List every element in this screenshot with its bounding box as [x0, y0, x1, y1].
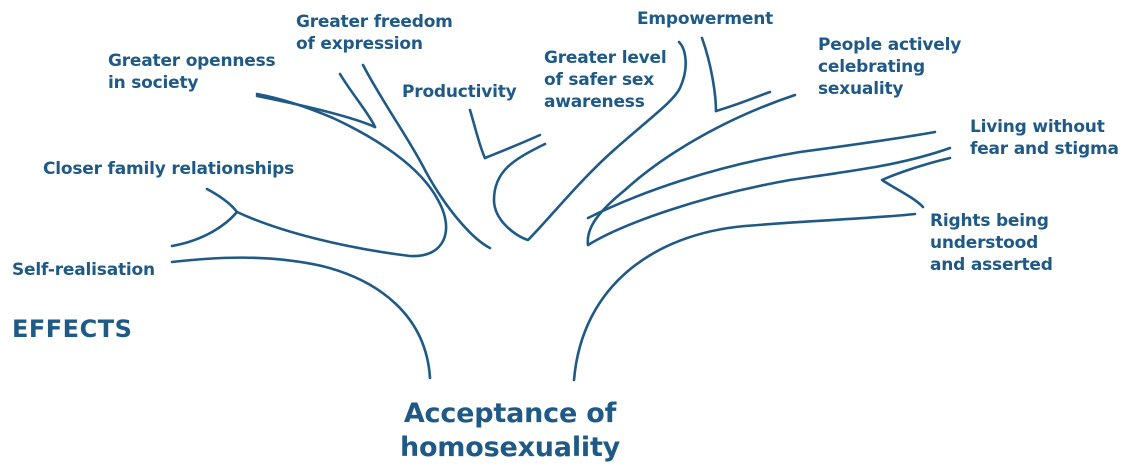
effects-heading: EFFECTS: [12, 315, 133, 343]
branch-productivity-left: [468, 108, 487, 160]
effect-label-living: Living without fear and stigma: [970, 117, 1119, 159]
branch-freedom-left: [338, 72, 377, 129]
branch-closer-family-lower: [235, 92, 448, 258]
effect-label-safer-sex: Greater level of safer sex awareness: [544, 48, 667, 112]
branch-celebrating-lower: [586, 93, 797, 247]
effect-label-empowerment: Empowerment: [637, 9, 774, 29]
root-label-acceptance: Acceptance of homosexuality: [399, 398, 621, 463]
branch-freedom-right: [361, 63, 492, 250]
branch-rights-upper: [586, 146, 952, 247]
branch-empowerment-right: [714, 90, 772, 113]
branch-empowerment-left: [700, 36, 718, 113]
branch-safer-sex-lower: [492, 40, 687, 242]
branch-productivity-right: [483, 133, 542, 160]
branch-living-fork: [880, 156, 952, 209]
effect-label-openness: Greater openness in society: [108, 51, 276, 93]
trunk-left-line: [170, 256, 432, 380]
effect-label-self-realisation: Self-realisation: [12, 260, 155, 280]
effect-label-productivity: Productivity: [402, 82, 517, 102]
branch-openness-upper: [255, 94, 377, 129]
trunk-right-line: [572, 212, 917, 382]
effect-label-celebrating: People actively celebrating sexuality: [818, 35, 962, 99]
effect-label-closer-family: Closer family relationships: [43, 159, 295, 179]
branch-living-upper: [586, 130, 937, 220]
branch-self-realisation-upper: [170, 210, 239, 248]
branch-closer-family-upper: [205, 187, 239, 214]
effect-label-freedom: Greater freedom of expression: [296, 12, 453, 54]
effect-label-rights: Rights being understood and asserted: [930, 211, 1053, 275]
